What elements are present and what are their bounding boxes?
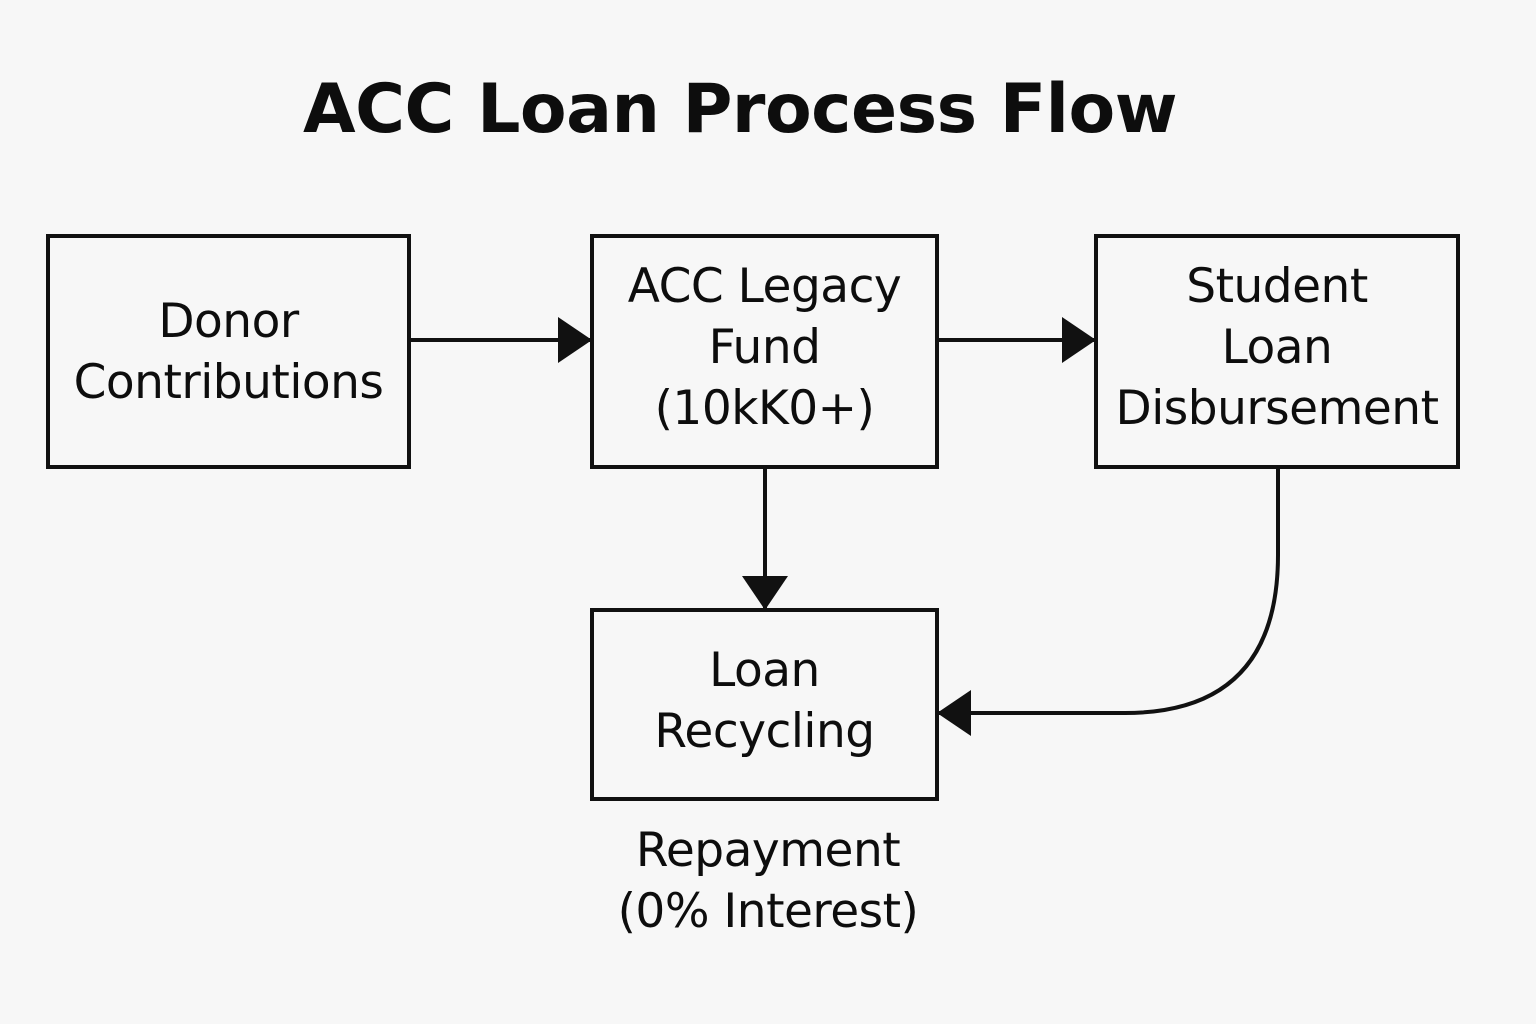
disbursement-label-line-1: Student [1186, 259, 1368, 314]
repayment-annotation: Repayment (0% Interest) [568, 820, 968, 942]
repayment-line-1: Repayment [635, 823, 901, 878]
disbursement-label: Student Loan Disbursement [1115, 256, 1440, 439]
loan-recycling-box: Loan Recycling [590, 608, 939, 801]
arrow-disbursement-to-recycling [937, 469, 1280, 736]
donor-contributions-label: Donor Contributions [74, 291, 384, 413]
recycling-label-line-2: Recycling [654, 703, 875, 759]
recycling-label-line-1: Loan [709, 642, 820, 698]
donor-label-line-2: Contributions [73, 354, 384, 410]
legacy-fund-box: ACC Legacy Fund (10kK0+) [590, 234, 939, 469]
diagram-title: ACC Loan Process Flow [302, 70, 1178, 149]
donor-contributions-box: Donor Contributions [46, 234, 411, 469]
fund-label-line-1: ACC Legacy [627, 259, 902, 314]
repayment-line-2: (0% Interest) [617, 884, 919, 939]
disbursement-label-line-3: Disbursement [1115, 381, 1440, 436]
disbursement-label-line-2: Loan [1221, 320, 1333, 375]
donor-label-line-1: Donor [158, 293, 299, 349]
recycling-label: Loan Recycling [654, 640, 875, 762]
student-loan-disbursement-box: Student Loan Disbursement [1094, 234, 1460, 469]
fund-label-line-3: (10kK0+) [654, 381, 875, 436]
fund-label-line-2: Fund [708, 320, 821, 375]
legacy-fund-label: ACC Legacy Fund (10kK0+) [627, 256, 902, 439]
